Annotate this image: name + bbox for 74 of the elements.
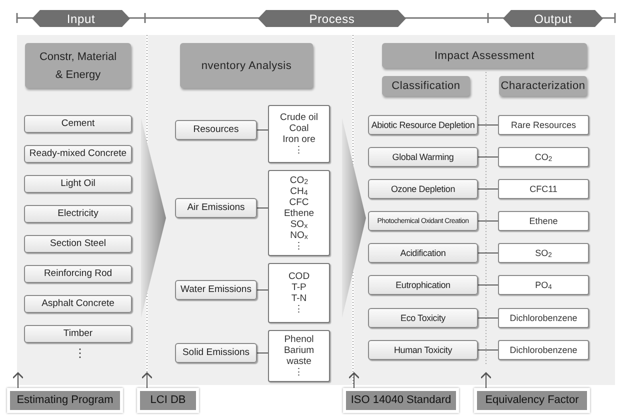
list-entry: COD — [288, 271, 310, 282]
arrow — [141, 372, 153, 388]
list-entry: CH$_{4}$ — [290, 186, 308, 196]
arrow — [12, 372, 24, 388]
list-entry: CO$_{2}$ — [290, 174, 308, 186]
phase-banner: Output — [503, 10, 603, 27]
list-entry: waste — [286, 356, 312, 367]
connector-line — [478, 156, 498, 158]
category-box: Asphalt Concrete — [24, 295, 132, 313]
source-box: Estimating Program — [7, 388, 123, 413]
list-entry: Barium — [284, 345, 314, 356]
list-entry: T-N — [291, 293, 307, 304]
arrow — [348, 372, 360, 388]
impact-category-box: Eutrophication — [368, 275, 478, 295]
impact-category-box: Eco Toxicity — [368, 308, 478, 328]
impact-category-box: Global Warming — [368, 147, 478, 167]
list-entry: Iron ore — [282, 134, 316, 145]
impact-category-box: Ozone Depletion — [368, 179, 478, 199]
arrow — [480, 372, 492, 388]
phase-banner: Process — [258, 10, 406, 27]
stage-heading: nventory Analysis — [180, 43, 313, 88]
stage-heading: Classification — [382, 76, 470, 96]
list-entry: NO$_{x}$ — [290, 230, 308, 240]
category-box: Resources — [175, 120, 257, 140]
connector-line — [478, 284, 498, 286]
stage-heading: Constr, Material & Energy — [25, 43, 131, 88]
source-box: ISO 14040 Standard — [343, 388, 459, 413]
reference-substance-box: PO$_{4}$ — [498, 275, 589, 295]
impact-category-box: Abiotic Resource Depletion — [368, 115, 478, 135]
list-entry: Ethene — [284, 208, 314, 218]
substance-list — [268, 170, 330, 256]
category-box: Timber — [24, 325, 132, 343]
connector-line — [478, 124, 498, 126]
connector-line — [478, 188, 498, 190]
stage-heading: Characterization — [499, 76, 587, 96]
category-box: Section Steel — [24, 235, 132, 253]
list-entry: Crude oil — [280, 112, 318, 123]
category-box: Light Oil — [24, 175, 132, 193]
substance-list — [268, 105, 330, 163]
ellipsis-mark: ⋮ — [294, 240, 304, 252]
category-box: Ready-mixed Concrete — [24, 145, 132, 163]
category-box: Electricity — [24, 205, 132, 223]
reference-substance-box: Rare Resources — [498, 115, 589, 135]
connector-line — [478, 252, 498, 254]
substance-list — [268, 263, 330, 323]
category-box: Cement — [24, 115, 132, 133]
ellipsis-mark: ⋮ — [294, 145, 304, 156]
reference-substance-box: CO$_{2}$ — [498, 147, 589, 167]
connector-line — [478, 220, 498, 222]
impact-category-box: Human Toxicity — [368, 340, 478, 360]
list-entry: Phenol — [284, 334, 314, 345]
category-box: Solid Emissions — [175, 343, 257, 363]
ellipsis-mark: ⋮ — [294, 367, 304, 378]
reference-substance-box: Dichlorobenzene — [498, 308, 589, 328]
ellipsis-mark: ⋮ — [294, 304, 304, 315]
category-box: Air Emissions — [175, 198, 257, 218]
reference-substance-box: SO$_{2}$ — [498, 243, 589, 263]
reference-substance-box: CFC11 — [498, 179, 589, 199]
list-entry: Coal — [289, 123, 309, 134]
connector-line — [256, 352, 268, 354]
reference-substance-box: Dichlorobenzene — [498, 340, 589, 360]
phase-banner: Input — [32, 10, 130, 27]
source-box: Equivalency Factor — [474, 388, 590, 413]
substance-list — [268, 330, 330, 382]
list-entry: T-P — [292, 282, 306, 293]
source-box: LCI DB — [137, 388, 199, 413]
list-entry: CFC — [289, 196, 309, 208]
reference-substance-box: Ethene — [498, 211, 589, 231]
stage-heading: Impact Assessment — [382, 43, 587, 68]
category-box: Reinforcing Rod — [24, 265, 132, 283]
category-box: Water Emissions — [175, 280, 257, 300]
list-entry: SO$_{x}$ — [290, 218, 308, 230]
ellipsis-mark: ⋮ — [74, 350, 82, 357]
impact-category-box: Acidification — [368, 243, 478, 263]
